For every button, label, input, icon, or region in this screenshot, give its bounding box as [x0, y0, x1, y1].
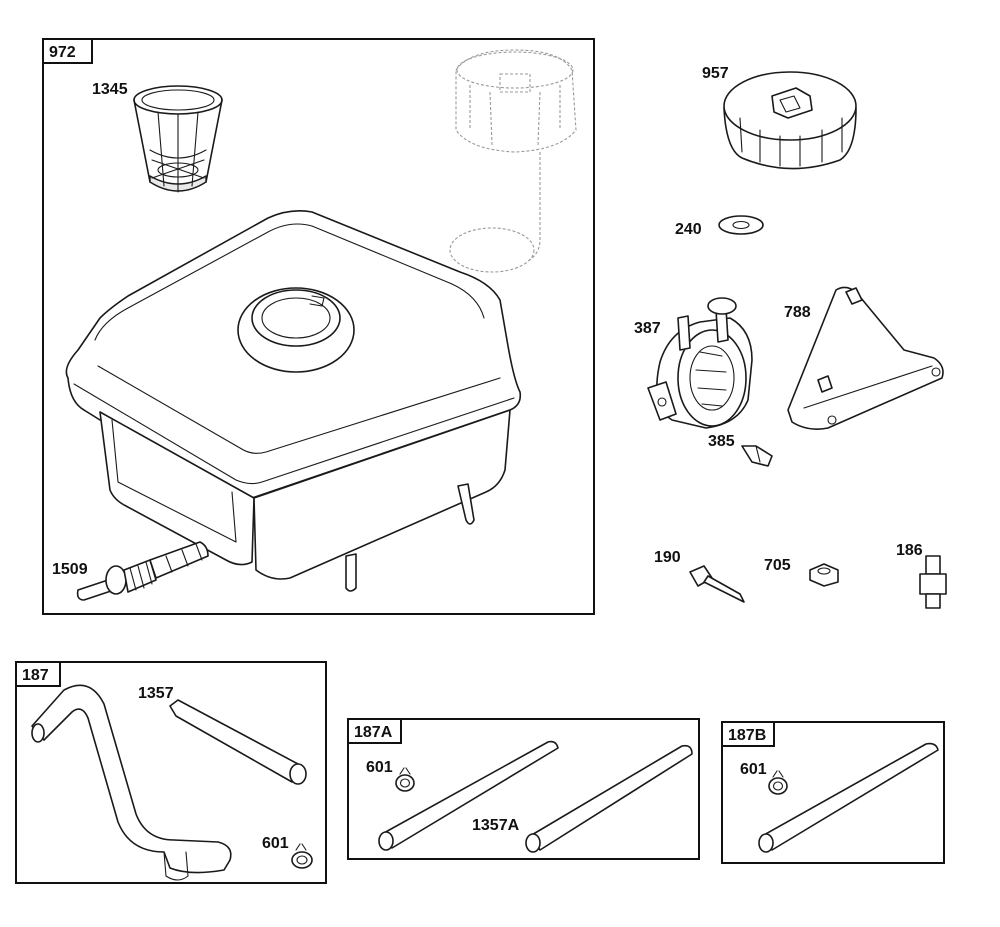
- hose-clamp-b[interactable]: [395, 767, 415, 792]
- part-label-1357: 1357: [138, 685, 174, 702]
- bolt[interactable]: [689, 565, 745, 603]
- washer[interactable]: [718, 215, 764, 235]
- part-label-705: 705: [764, 557, 791, 574]
- fuel-line-187a-2[interactable]: [525, 744, 693, 853]
- fuel-line-187a-1[interactable]: [378, 740, 559, 851]
- fuel-cap[interactable]: [723, 71, 857, 170]
- box-label-187: 187: [22, 667, 49, 684]
- straight-fuel-line-1357[interactable]: [169, 699, 307, 785]
- part-label-788: 788: [784, 304, 811, 321]
- fuel-strainer[interactable]: [133, 85, 223, 193]
- hose-clamp-a[interactable]: [291, 843, 313, 869]
- part-label-385: 385: [708, 433, 735, 450]
- part-label-601-c: 601: [740, 761, 767, 778]
- group-box-972: 972: [42, 38, 595, 615]
- hose-clamp-c[interactable]: [768, 770, 788, 795]
- box-label-972: 972: [49, 44, 76, 61]
- fuel-pump[interactable]: [647, 297, 753, 429]
- fuel-tank[interactable]: [65, 210, 522, 592]
- part-label-601-a: 601: [262, 835, 289, 852]
- part-label-1509: 1509: [52, 561, 88, 578]
- part-label-190: 190: [654, 549, 681, 566]
- fitting[interactable]: [919, 555, 947, 609]
- box-label-187b: 187B: [728, 727, 766, 744]
- nut[interactable]: [809, 563, 839, 587]
- part-label-387: 387: [634, 320, 661, 337]
- bent-fuel-line[interactable]: [31, 684, 232, 881]
- fuel-valve[interactable]: [76, 541, 209, 601]
- part-label-1345: 1345: [92, 81, 128, 98]
- pump-bracket[interactable]: [787, 286, 944, 430]
- part-label-240: 240: [675, 221, 702, 238]
- group-box-187: 187: [15, 661, 327, 884]
- ghost-fuel-cap: [449, 49, 577, 273]
- group-box-187a: 187A: [347, 718, 700, 860]
- box-label-187a: 187A: [354, 724, 393, 741]
- part-label-601-b: 601: [366, 759, 393, 776]
- screw[interactable]: [741, 445, 773, 467]
- fuel-line-187b[interactable]: [758, 742, 939, 853]
- group-box-187b: 187B: [721, 721, 945, 864]
- part-label-957: 957: [702, 65, 729, 82]
- part-label-186: 186: [896, 542, 923, 559]
- part-label-1357a: 1357A: [472, 817, 520, 834]
